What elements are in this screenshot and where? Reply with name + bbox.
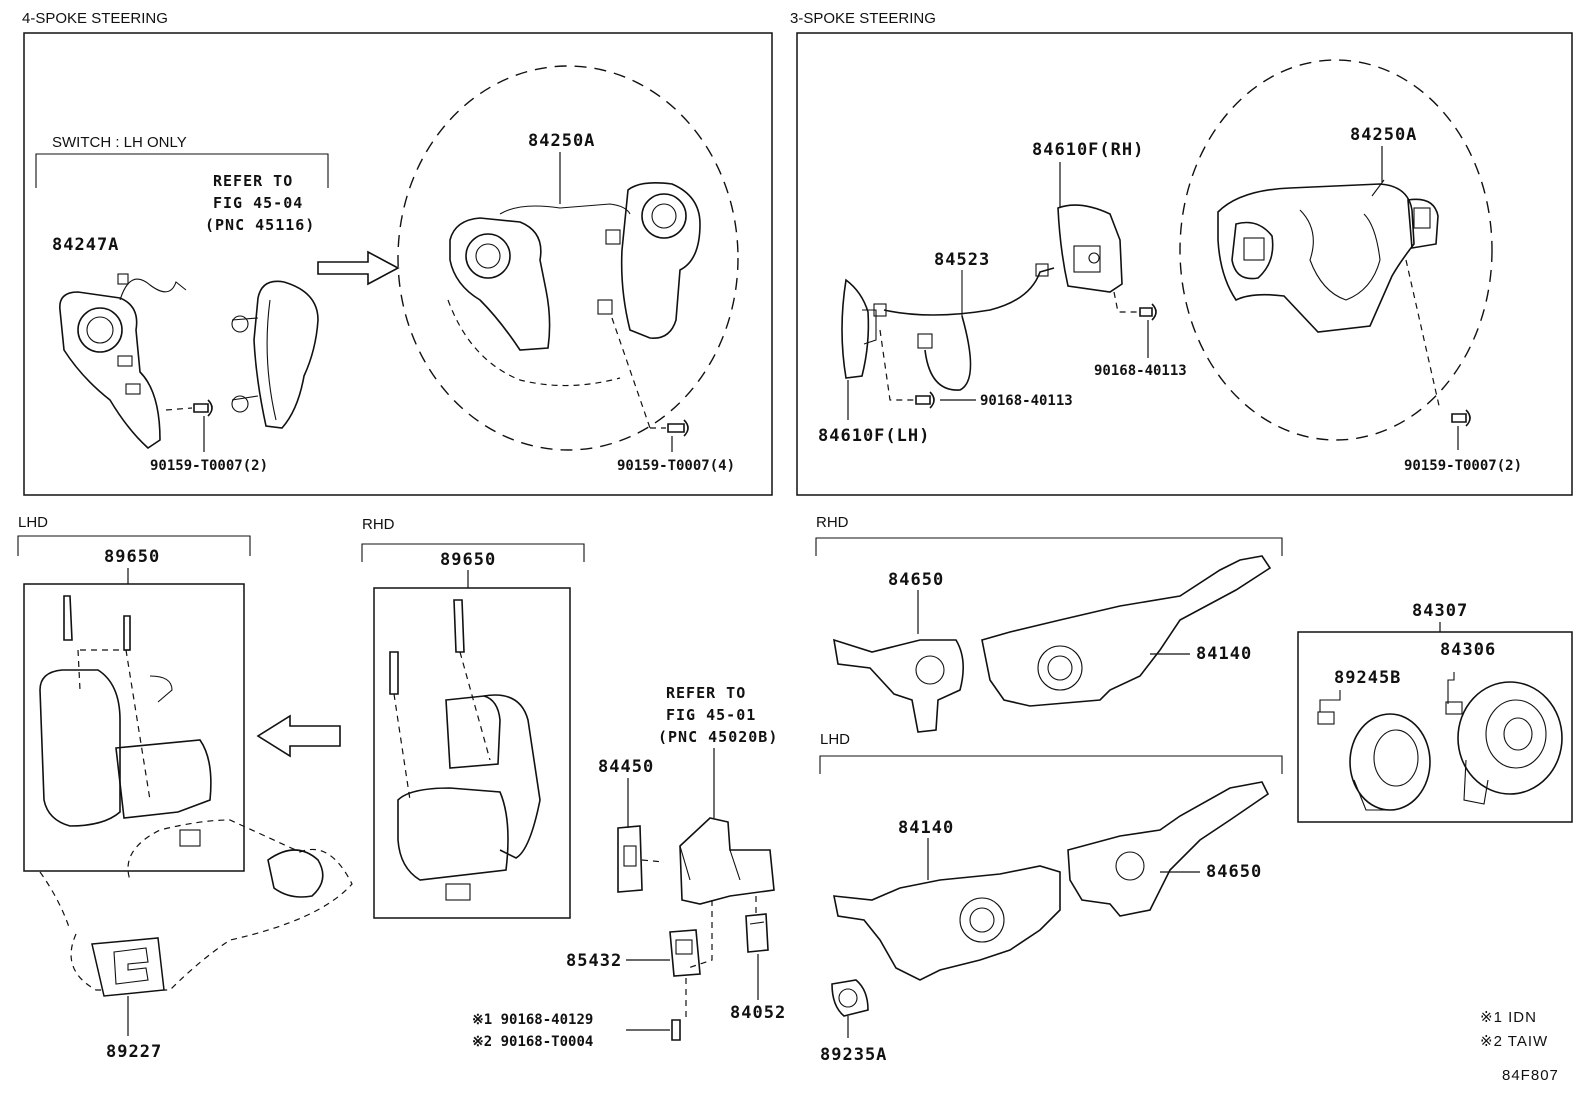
label-90159-4: 90159-T0007(4) (617, 458, 735, 474)
rhd-89650-frame (373, 587, 571, 919)
steering-cover (231, 280, 319, 429)
label-90159-2-left: 90159-T0007(2) (150, 458, 268, 474)
label-84523: 84523 (934, 250, 990, 270)
three-spoke-title: 3-SPOKE STEERING (790, 10, 936, 27)
label-84140-lhd: 84140 (898, 818, 954, 838)
three-spoke-frame (796, 32, 1573, 496)
center-refer-3: (PNC 45020B) (658, 728, 778, 746)
switch-84450 (617, 825, 643, 893)
label-84247a: 84247A (52, 235, 119, 255)
switch-89235a (831, 979, 869, 1017)
combination-switch-84140-lhd (833, 865, 1061, 981)
bracket-84306 (1447, 672, 1455, 704)
paddle-switch-lh (841, 278, 877, 379)
four-spoke-panel: 4-SPOKE STEERING SWITCH : LH ONLY REFER … (22, 10, 773, 496)
label-89650-rhd: 89650 (440, 550, 496, 570)
figure-code: 84F807 (1502, 1067, 1559, 1084)
label-84650-rhd: 84650 (888, 570, 944, 590)
label-84307: 84307 (1412, 601, 1468, 621)
label-84650-lhd: 84650 (1206, 862, 1262, 882)
spiral-cable-group: 84307 84306 89245B (1297, 601, 1573, 823)
center-refer-2: FIG 45-01 (666, 706, 756, 724)
refer-line-3: (PNC 45116) (205, 216, 315, 234)
label-84306: 84306 (1440, 640, 1496, 660)
label-84250a-right: 84250A (1350, 125, 1417, 145)
leader-screw-rh (1113, 291, 1138, 313)
screw-90159-left (165, 399, 213, 452)
spiral-cable-frame (1297, 631, 1573, 823)
key-cylinder-housing (679, 817, 775, 905)
label-84052: 84052 (730, 1003, 786, 1023)
switch-84650-rhd (832, 638, 964, 733)
steering-wheel-4-spoke (397, 65, 739, 451)
sensor-85432 (669, 929, 701, 1020)
arrow-right-icon (317, 250, 400, 286)
switch-note: SWITCH : LH ONLY (52, 134, 187, 151)
refer-line-1: REFER TO (213, 172, 293, 190)
steering-switch-84247a (59, 273, 187, 450)
label-85432: 85432 (566, 951, 622, 971)
rhd-left-group: RHD 89650 (361, 516, 585, 919)
sensor-89245b (1317, 711, 1431, 811)
label-84610f-lh: 84610F(LH) (818, 426, 930, 446)
rhd-right-title: RHD (816, 514, 849, 531)
label-90168-40113-rh: 90168-40113 (1094, 363, 1187, 379)
legend-taiw: ※2 TAIW (1480, 1033, 1548, 1050)
rhd-right-group: RHD 84650 84140 (815, 514, 1283, 733)
label-90168-t0004: ※2 90168-T0004 (472, 1034, 593, 1050)
switch-bracket (35, 153, 329, 188)
label-89235a: 89235A (820, 1045, 887, 1065)
switch-84650-lhd (1067, 781, 1270, 917)
label-90168-40129: ※1 90168-40129 (472, 1012, 593, 1028)
lhd-left-bracket (17, 535, 251, 556)
column-housing (267, 849, 324, 898)
screw-90159-right (650, 419, 689, 452)
lhd-right-bracket (819, 755, 1283, 774)
center-refer-1: REFER TO (666, 684, 746, 702)
screw-90168-center (626, 1019, 681, 1041)
column-body-outline (39, 819, 353, 991)
label-84250a-left: 84250A (528, 131, 595, 151)
ecu-89227 (91, 937, 165, 997)
wire-harness-84523 (883, 267, 1055, 316)
label-89245b: 89245B (1334, 668, 1401, 688)
lhd-right-group: LHD 84140 84650 89235A (819, 731, 1283, 1065)
lhd-left-title: LHD (18, 514, 48, 531)
lhd-right-title: LHD (820, 731, 850, 748)
rhd-left-bracket (361, 543, 585, 562)
spiral-cable-84306 (1445, 681, 1563, 805)
label-84140-rhd: 84140 (1196, 644, 1252, 664)
rhd-left-title: RHD (362, 516, 395, 533)
three-spoke-panel: 3-SPOKE STEERING 84610F(RH) 84523 84610F… (790, 10, 1573, 496)
arrow-left-icon (256, 714, 341, 758)
four-spoke-frame (23, 32, 773, 496)
lhd-89650-frame (23, 583, 245, 872)
label-89650-lhd: 89650 (104, 547, 160, 567)
wire-harness-branch (924, 315, 972, 391)
label-89227: 89227 (106, 1042, 162, 1062)
refer-line-2: FIG 45-04 (213, 194, 303, 212)
steering-lock-89650-rhd (389, 599, 541, 901)
ignition-group: REFER TO FIG 45-01 (PNC 45020B) 84450 85… (472, 684, 786, 1050)
label-84450: 84450 (598, 757, 654, 777)
legend-idn: ※1 IDN (1480, 1009, 1537, 1026)
label-90168-40113-lh: 90168-40113 (980, 393, 1073, 409)
steering-wheel-3-spoke (1179, 59, 1493, 441)
lhd-left-group: LHD 89650 89227 (17, 514, 353, 1062)
switch-84052 (745, 913, 769, 953)
four-spoke-title: 4-SPOKE STEERING (22, 10, 168, 27)
rhd-right-bracket (815, 537, 1283, 556)
bracket-89245b (1319, 690, 1341, 712)
label-90159-2-right: 90159-T0007(2) (1404, 458, 1522, 474)
label-84610f-rh: 84610F(RH) (1032, 140, 1144, 160)
leader-screw-lh (879, 329, 914, 401)
paddle-switch-rh (1057, 204, 1123, 293)
steering-lock-89650-lhd (39, 595, 212, 847)
combination-switch-84140-rhd (981, 555, 1272, 707)
